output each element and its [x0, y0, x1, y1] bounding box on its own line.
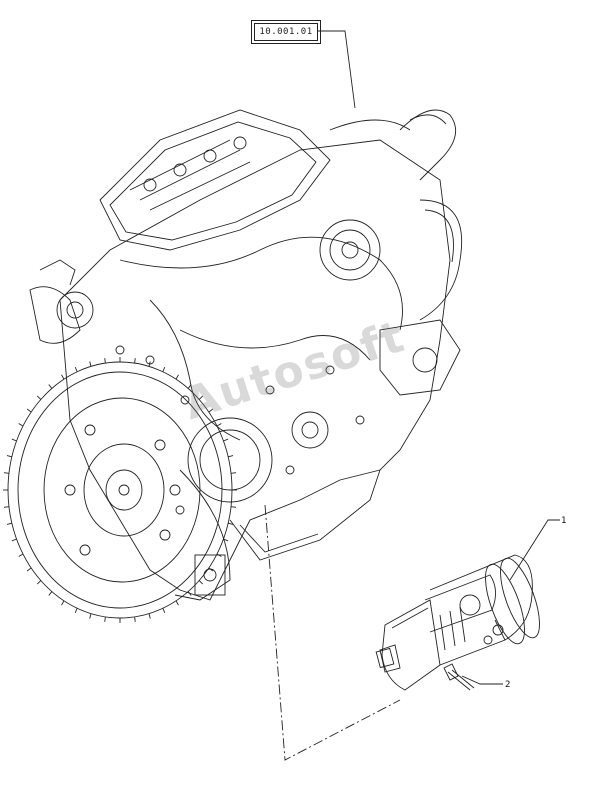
flywheel-tooth — [48, 591, 53, 596]
leader-callout-2 — [461, 675, 503, 685]
flywheel-tooth — [230, 472, 237, 474]
flywheel-tooth — [61, 374, 65, 380]
flywheel-tooth — [11, 438, 17, 442]
leader-callout-1 — [509, 519, 560, 581]
flywheel-tooth — [104, 616, 106, 622]
reference-section-box: 10.001.01 — [251, 20, 321, 44]
flywheel-tooth — [61, 600, 65, 606]
flywheel-tooth — [223, 438, 229, 442]
leader-lines — [264, 30, 560, 761]
bell-housing — [174, 469, 231, 601]
flywheel-tooth — [187, 591, 192, 596]
flywheel-tooth — [36, 580, 42, 585]
flywheel-tooth — [228, 522, 234, 525]
flywheel-tooth — [198, 580, 204, 585]
flywheel — [3, 357, 237, 623]
flywheel-tooth — [216, 423, 222, 427]
flywheel-tooth — [26, 567, 32, 572]
flywheel-tooth — [104, 358, 106, 364]
flywheel-tooth — [74, 608, 78, 614]
flywheel-tooth — [6, 455, 12, 458]
engine-assembly — [29, 109, 463, 601]
flywheel-tooth — [3, 472, 10, 474]
flywheel-tooth — [36, 395, 42, 400]
flywheel-tooth — [228, 455, 234, 458]
flywheel-tooth — [134, 616, 136, 622]
flywheel-tooth — [134, 358, 136, 364]
mounting-bolt — [443, 663, 475, 691]
leader-reference — [317, 30, 356, 109]
flywheel-tooth — [6, 522, 12, 525]
flywheel-tooth — [208, 408, 214, 413]
flywheel-tooth — [89, 613, 92, 619]
starter-motor — [375, 554, 540, 691]
flywheel-tooth — [3, 506, 10, 508]
flywheel-tooth — [18, 553, 24, 557]
flywheel-tooth — [175, 600, 179, 606]
flywheel-tooth — [148, 613, 151, 619]
flywheel-tooth — [148, 361, 151, 367]
assembly-centerline — [264, 504, 401, 761]
flywheel-tooth — [162, 608, 166, 614]
flywheel-tooth — [11, 538, 17, 542]
flywheel-tooth — [26, 408, 32, 413]
flywheel-tooth — [187, 384, 192, 389]
flywheel-tooth — [18, 423, 24, 427]
callout-1: 1 — [561, 516, 567, 526]
callout-2: 2 — [505, 680, 511, 690]
flywheel-tooth — [89, 361, 92, 367]
flywheel-tooth — [198, 395, 204, 400]
flywheel-tooth — [48, 384, 53, 389]
flywheel-tooth — [162, 366, 166, 372]
flywheel-tooth — [74, 366, 78, 372]
flywheel-tooth — [175, 374, 179, 380]
flywheel-teeth — [3, 357, 237, 623]
flywheel-tooth — [230, 506, 237, 508]
